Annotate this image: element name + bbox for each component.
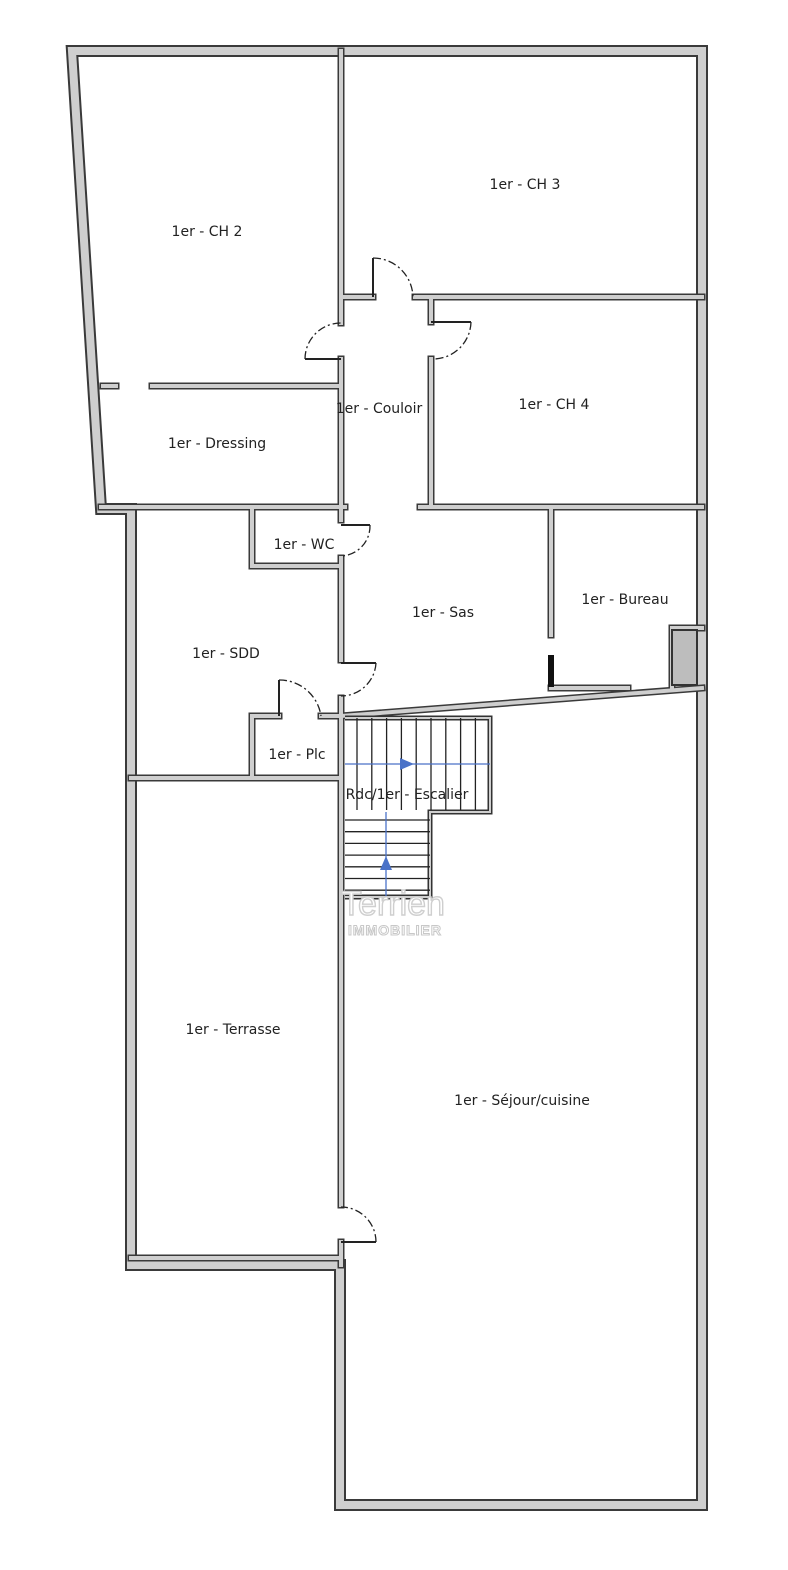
arrow-up-icon bbox=[380, 856, 392, 870]
door-ch2 bbox=[304, 322, 342, 360]
door-sdd bbox=[340, 662, 377, 697]
door-wc bbox=[340, 524, 371, 557]
room-label-ch2: 1er - CH 2 bbox=[172, 224, 243, 240]
room-label-couloir: 1er - Couloir bbox=[336, 401, 423, 417]
watermark-brand: Terrien bbox=[341, 885, 445, 923]
watermark-sub: IMMOBILIER bbox=[348, 922, 442, 938]
wall-segment bbox=[338, 685, 705, 719]
room-label-sas: 1er - Sas bbox=[412, 605, 474, 621]
room-label-ch4: 1er - CH 4 bbox=[519, 397, 590, 413]
column bbox=[671, 629, 698, 686]
room-label-escalier: Rdc/1er - Escalier bbox=[346, 787, 469, 803]
door-ch4 bbox=[431, 321, 472, 360]
door-plc bbox=[278, 679, 322, 717]
room-label-sejour: 1er - Séjour/cuisine bbox=[454, 1093, 590, 1109]
watermark-logo: Terrien IMMOBILIER bbox=[340, 884, 445, 938]
doors bbox=[278, 257, 472, 1243]
interior-walls bbox=[97, 47, 706, 1269]
door-ch3 bbox=[372, 257, 414, 298]
door-terrasse bbox=[340, 1206, 377, 1243]
room-label-ch3: 1er - CH 3 bbox=[490, 177, 561, 193]
room-label-sdd: 1er - SDD bbox=[192, 646, 260, 662]
room-label-terrasse: 1er - Terrasse bbox=[185, 1022, 280, 1038]
room-label-bureau: 1er - Bureau bbox=[581, 592, 668, 608]
room-label-wc: 1er - WC bbox=[274, 537, 335, 553]
wall-post bbox=[548, 655, 554, 687]
room-label-plc: 1er - Plc bbox=[268, 747, 325, 763]
arrow-right-icon bbox=[400, 758, 414, 770]
staircase bbox=[345, 715, 493, 900]
room-label-dressing: 1er - Dressing bbox=[168, 436, 266, 452]
room-labels: 1er - CH 2 1er - CH 3 1er - Couloir 1er … bbox=[168, 177, 669, 1109]
